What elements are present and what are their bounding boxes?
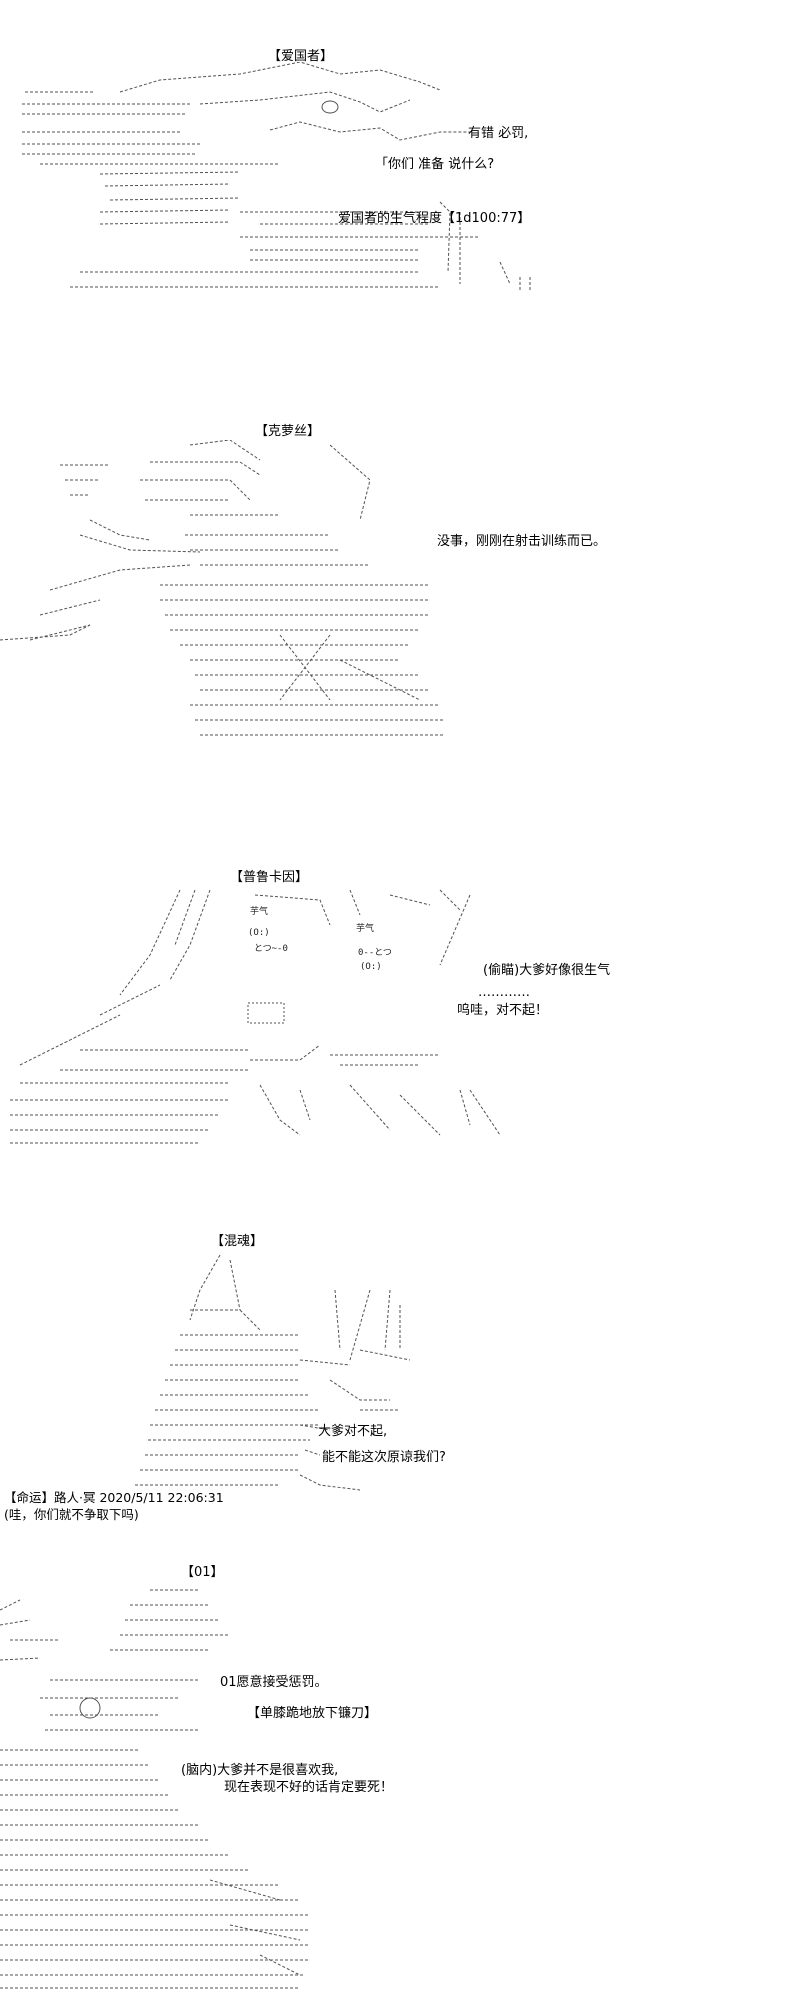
unit01-line-2: 【单膝跪地放下镰刀】 xyxy=(247,1706,378,1721)
ascii-art-blaze xyxy=(0,440,445,736)
section-header-blaze: 【克萝丝】 xyxy=(255,424,321,439)
procaine-art-word-6: (O:) xyxy=(360,962,382,972)
unit01-line-3: (脑内)大爹并不是很喜欢我, xyxy=(181,1763,339,1778)
ascii-art-procaine xyxy=(10,889,501,1144)
procaine-art-word-4: 0--とつ xyxy=(358,948,392,958)
meta-line-1: 【命运】路人·冥 2020/5/11 22:06:31 xyxy=(4,1490,224,1505)
unit01-line-4: 现在表现不好的话肯定要死！ xyxy=(224,1780,394,1795)
section-header-patriot: 【爱国者】 xyxy=(268,49,334,64)
ascii-art-01 xyxy=(0,1589,310,1989)
procaine-art-word-3: とつ~-0 xyxy=(254,944,288,954)
blaze-line-1: 没事，刚刚在射击训练而已。 xyxy=(437,534,607,549)
patriot-line-3: 爱国者的生气程度【1d100:77】 xyxy=(338,211,531,226)
meta-line-2: (哇，你们就不争取下吗) xyxy=(4,1507,139,1522)
hun-line-1: 大爹对不起, xyxy=(318,1424,388,1439)
section-header-procaine: 【普鲁卡因】 xyxy=(230,870,309,885)
procaine-art-word-1: 芋气 xyxy=(250,907,269,917)
procaine-art-word-5: (O:) xyxy=(248,928,270,938)
ascii-art-patriot xyxy=(22,62,531,290)
section-header-01: 【01】 xyxy=(181,1565,224,1580)
section-header-hun: 【混魂】 xyxy=(211,1234,264,1249)
procaine-line-2: ………… xyxy=(478,985,530,1000)
ascii-art-hun xyxy=(135,1254,411,1491)
hun-line-2: 能不能这次原谅我们? xyxy=(322,1450,446,1465)
procaine-line-1: (偷瞄)大爹好像很生气 xyxy=(483,963,611,978)
patriot-line-2: 「你们 准备 说什么? xyxy=(375,157,495,172)
unit01-line-1: 01愿意接受惩罚。 xyxy=(220,1675,328,1690)
procaine-line-3: 呜哇，对不起！ xyxy=(457,1003,549,1018)
patriot-line-1: 有错 必罚, xyxy=(468,126,529,141)
procaine-art-word-2: 芋气 xyxy=(356,924,375,934)
